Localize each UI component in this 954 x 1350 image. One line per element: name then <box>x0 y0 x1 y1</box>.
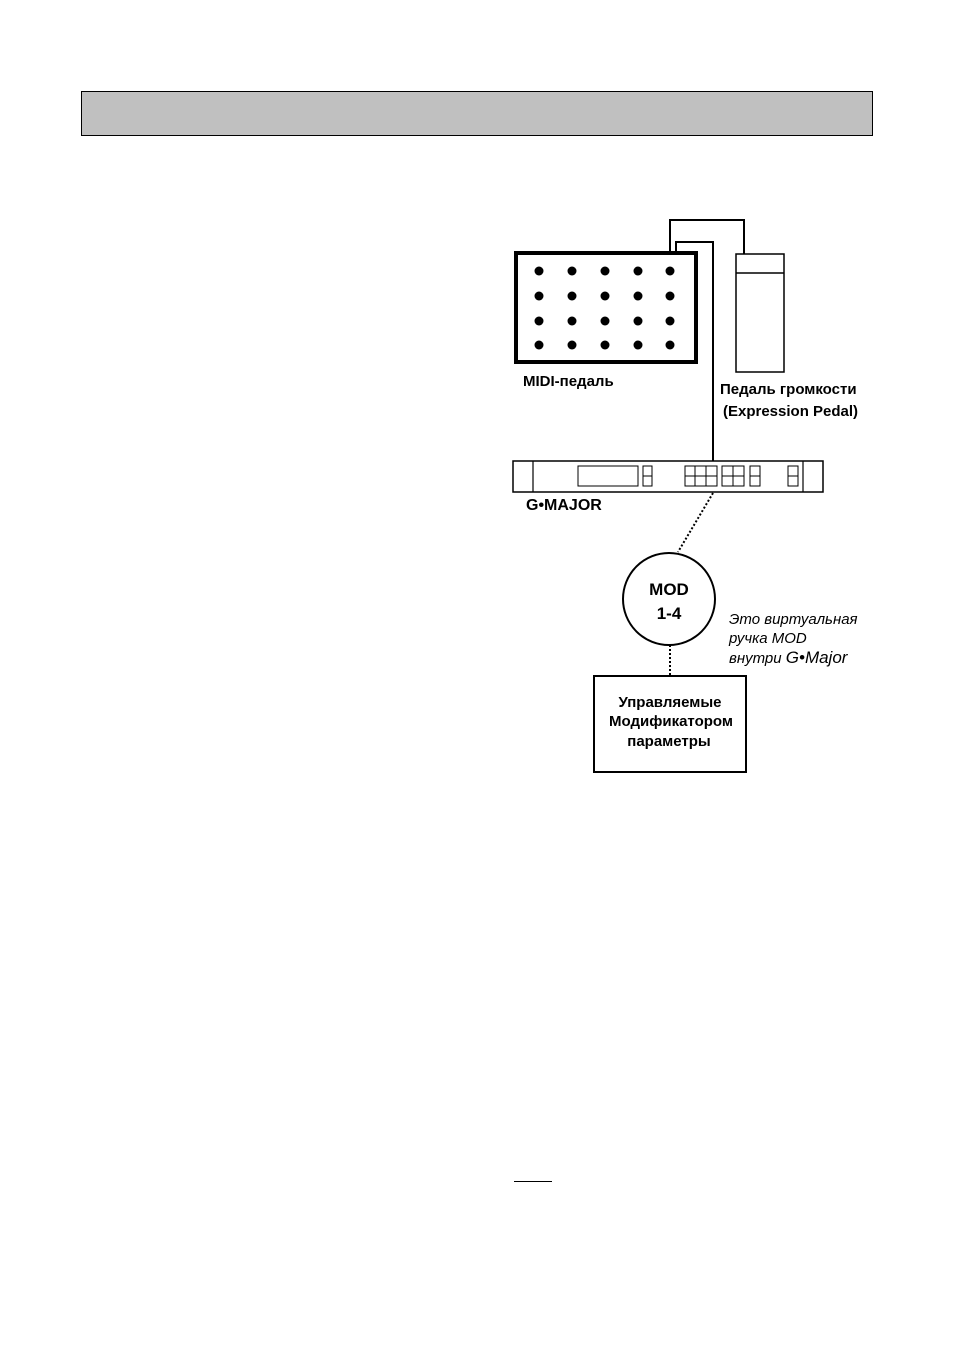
midi-footswitch-dot <box>633 316 643 326</box>
footer-rule <box>514 1181 552 1182</box>
midi-footswitch-dot <box>665 316 675 326</box>
midi-footswitch-dot <box>534 340 544 350</box>
midi-footswitch-dot <box>665 266 675 276</box>
midi-footswitch-dot <box>600 291 610 301</box>
mod-knob-label-line1: MOD <box>649 580 689 599</box>
mod-knob-label-line2: 1-4 <box>657 604 682 623</box>
midi-pedal-label: MIDI-педаль <box>523 373 614 390</box>
controlled-parameters-box <box>593 675 747 773</box>
params-box-line1: Управляемые <box>618 694 721 711</box>
params-box-line3: параметры <box>627 733 710 750</box>
expression-pedal-label-line1: Педаль громкости <box>720 381 857 398</box>
virtual-note-line1: Это виртуальная <box>729 611 858 628</box>
virtual-link-device-to-mod <box>677 492 714 553</box>
midi-footswitch-dot <box>567 340 577 350</box>
midi-footswitch-dot <box>600 340 610 350</box>
g-major-device-icon <box>512 460 824 493</box>
virtual-note-line2: ручка MOD <box>728 630 807 647</box>
virtual-note-line3: внутри G•Major <box>729 648 849 667</box>
expression-pedal-cable <box>669 219 745 254</box>
midi-footswitch-dot <box>665 291 675 301</box>
midi-pedal-switches <box>534 266 675 350</box>
midi-cable <box>675 241 714 462</box>
midi-footswitch-dot <box>567 266 577 276</box>
midi-footswitch-dot <box>534 291 544 301</box>
midi-footswitch-dot <box>534 266 544 276</box>
expression-pedal-icon <box>735 253 785 373</box>
expression-pedal-label-line2: (Expression Pedal) <box>723 403 858 420</box>
section-header-bar <box>81 91 873 136</box>
midi-footswitch-dot <box>633 266 643 276</box>
mod-knob-icon <box>622 552 716 646</box>
midi-footswitch-dot <box>600 316 610 326</box>
midi-footswitch-dot <box>567 316 577 326</box>
midi-pedal-icon <box>514 251 698 364</box>
params-box-line2: Модификатором <box>609 713 733 730</box>
midi-footswitch-dot <box>534 316 544 326</box>
midi-footswitch-dot <box>633 291 643 301</box>
midi-footswitch-dot <box>633 340 643 350</box>
g-major-label: G•MAJOR <box>526 497 602 514</box>
midi-footswitch-dot <box>567 291 577 301</box>
midi-footswitch-dot <box>665 340 675 350</box>
midi-footswitch-dot <box>600 266 610 276</box>
